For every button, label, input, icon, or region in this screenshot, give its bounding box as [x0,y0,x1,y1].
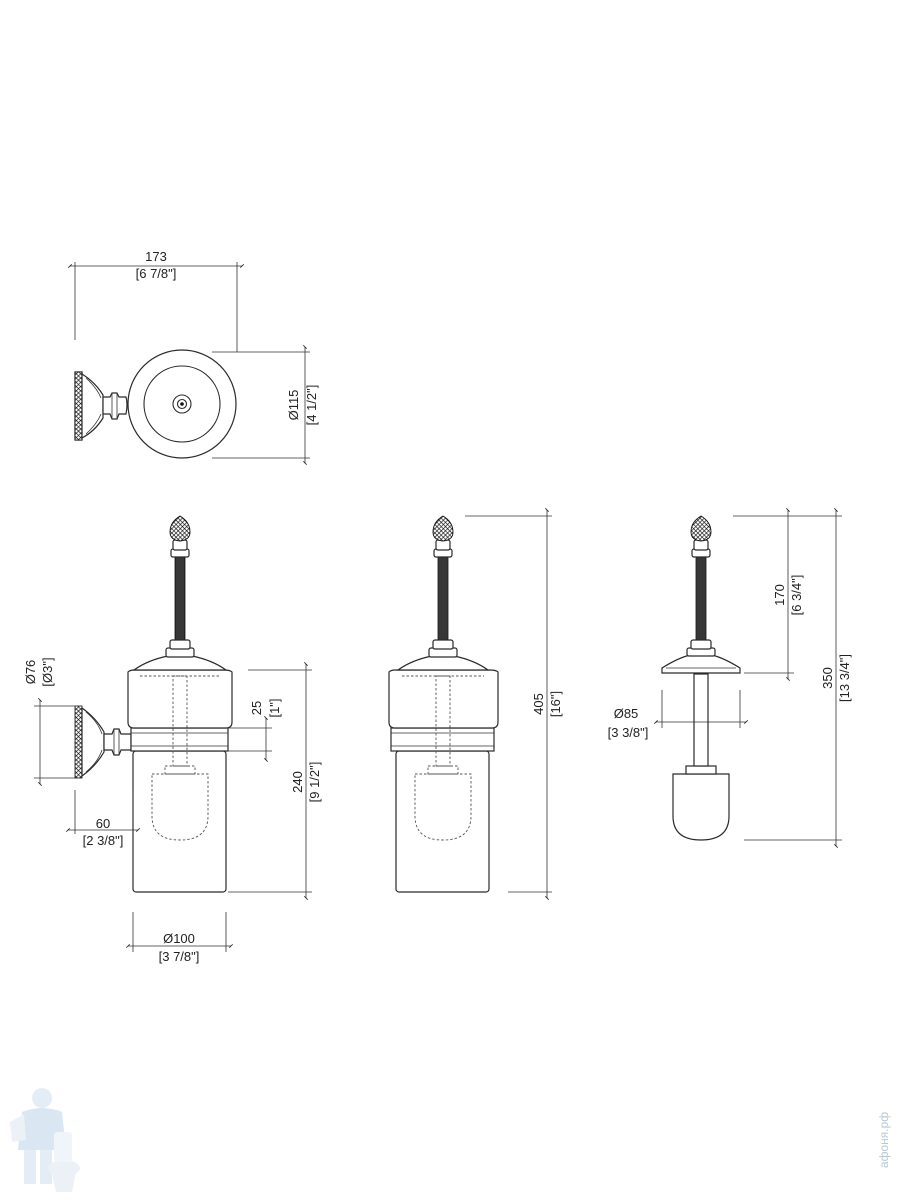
dim-25-imperial: [1"] [267,698,282,717]
dim-405-imperial: [16"] [548,691,563,717]
side-ring [130,727,229,752]
top-view: 173 [6 7/8"] Ø115 [4 1/2"] [68,249,319,465]
dim-76-metric: Ø76 [23,660,38,685]
dim-173-imperial: [6 7/8"] [136,266,177,281]
front-cap [396,655,490,671]
dim-60-metric: 60 [96,816,110,831]
side-glass-body [132,750,227,893]
top-arm [102,392,128,420]
front-finial [432,515,454,542]
top-finial-circle [172,394,192,414]
front-lid [388,669,499,729]
brush-stem [693,673,709,767]
side-finial [169,515,191,542]
brush-handle [695,555,707,649]
dim-173-metric: 173 [145,249,167,264]
dim-170-metric: 170 [772,584,787,606]
dim-240-metric: 240 [290,771,305,793]
dim-350-metric: 350 [820,667,835,689]
brush-view: 170 [6 3/4"] 350 [13 3/4"] Ø85 [3 3/8"] [608,508,852,848]
front-view: 405 [16"] [388,508,563,900]
watermark-text: афоня.рф [877,1112,891,1168]
dim-100-metric: Ø100 [163,931,195,946]
dim-100-imperial: [3 7/8"] [159,949,200,964]
top-wall-flange [81,372,104,440]
brush-head [672,773,730,841]
front-ring [390,727,495,752]
side-hidden-brush [151,773,209,841]
dim-170-imperial: [6 3/4"] [789,575,804,616]
dim-85-metric: Ø85 [614,706,639,721]
side-handle [174,555,186,649]
dim-115-imperial: [4 1/2"] [304,385,319,426]
side-lid [127,669,233,729]
side-cap [132,655,228,671]
dim-76-imperial: [Ø3"] [40,657,55,686]
dim-60-imperial: [2 3/8"] [83,833,124,848]
side-wall-plate [74,705,83,779]
side-arm [103,728,132,756]
dim-25-metric: 25 [249,701,264,715]
front-hidden-brush [414,773,472,841]
top-inner-circle [143,365,221,443]
dim-350-imperial: [13 3/4"] [837,654,852,702]
front-handle [437,555,449,649]
brush-cap [661,654,741,674]
plumber-logo [10,1088,80,1192]
dim-405-metric: 405 [531,693,546,715]
side-view: Ø76 [Ø3"] 25 [1"] 240 [9 1/2"] 60 [2 3/8… [23,515,322,964]
front-glass-body [395,750,490,893]
dim-240-imperial: [9 1/2"] [307,762,322,803]
dim-115-metric: Ø115 [286,390,301,421]
brush-finial [690,515,712,542]
side-wall-flange [81,706,105,778]
dim-85-imperial: [3 3/8"] [608,725,649,740]
